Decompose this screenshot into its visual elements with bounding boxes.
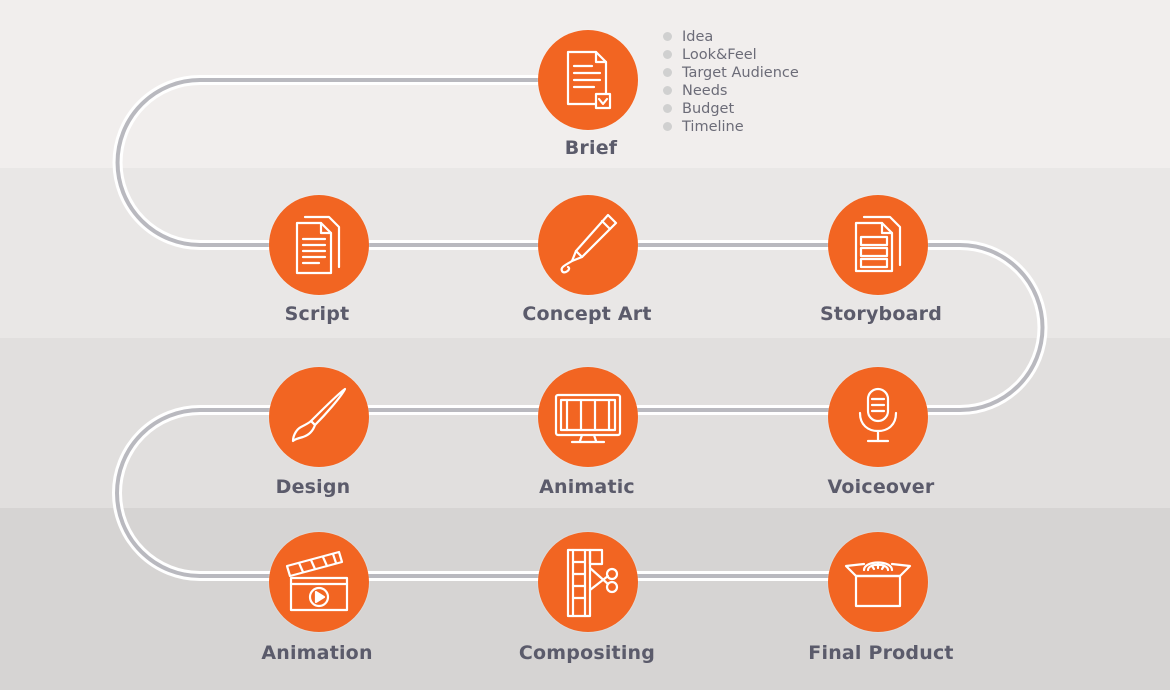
bullet-dot	[663, 68, 672, 77]
bullet-dot	[663, 50, 672, 59]
film-scissors-icon	[566, 548, 619, 618]
step-final-product[interactable]	[828, 532, 928, 632]
brief-note: Look&Feel	[662, 46, 799, 64]
paintbrush-icon	[291, 387, 347, 443]
bullet-dot	[663, 104, 672, 113]
step-storyboard[interactable]	[828, 195, 928, 295]
document-check-icon	[566, 50, 612, 110]
bullet-dot	[663, 32, 672, 41]
step-label-concept-art: Concept Art	[522, 303, 652, 325]
brief-note: Budget	[662, 100, 799, 118]
step-label-script: Script	[284, 303, 350, 325]
open-box-icon	[844, 561, 912, 608]
step-design[interactable]	[269, 367, 369, 467]
step-concept-art[interactable]	[538, 195, 638, 295]
step-label-animation: Animation	[261, 642, 373, 664]
pencil-icon	[560, 213, 618, 274]
step-label-brief: Brief	[564, 137, 618, 159]
brief-note: Needs	[662, 82, 799, 100]
document-icon	[295, 215, 341, 275]
bullet-dot	[663, 122, 672, 131]
step-compositing[interactable]	[538, 532, 638, 632]
brief-note: Target Audience	[662, 64, 799, 82]
step-label-design: Design	[275, 476, 351, 498]
bullet-dot	[663, 86, 672, 95]
step-voiceover[interactable]	[828, 367, 928, 467]
step-brief[interactable]	[538, 30, 638, 130]
step-label-compositing: Compositing	[518, 642, 656, 664]
clapperboard-icon	[285, 550, 349, 612]
step-script[interactable]	[269, 195, 369, 295]
brief-notes-list: Idea Look&Feel Target Audience Needs Bud…	[662, 28, 799, 136]
step-animatic[interactable]	[538, 367, 638, 467]
brief-note: Idea	[662, 28, 799, 46]
step-label-storyboard: Storyboard	[819, 303, 943, 325]
monitor-film-icon	[554, 393, 622, 444]
step-label-voiceover: Voiceover	[827, 476, 935, 498]
step-animation[interactable]	[269, 532, 369, 632]
step-label-final-product: Final Product	[808, 642, 954, 664]
microphone-icon	[858, 387, 898, 443]
step-label-animatic: Animatic	[539, 476, 635, 498]
brief-note: Timeline	[662, 118, 799, 136]
storyboard-icon	[854, 215, 902, 273]
